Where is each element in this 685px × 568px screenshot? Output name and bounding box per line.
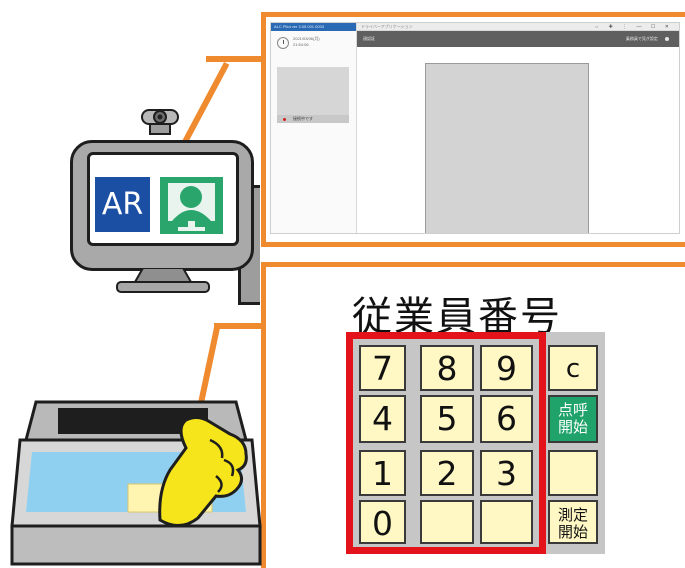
- reader-callout-connector: [198, 324, 221, 404]
- measure-char: 始: [573, 523, 589, 541]
- app-left-pane: ALC Pilot ver 3.05.001.0003 2021/03/06(月…: [271, 23, 357, 233]
- connection-status-text: 接続中です: [293, 116, 313, 121]
- ar-app-icon: AR: [95, 177, 150, 232]
- app-screenshot: ALC Pilot ver 3.05.001.0003 2021/03/06(月…: [270, 22, 680, 234]
- key-2[interactable]: 2: [420, 450, 474, 496]
- monitor-callout-connector-top: [206, 56, 266, 62]
- key-4[interactable]: 4: [359, 395, 406, 443]
- app-titlebar: ドライバーアプリケーション ⇔ ✚ ⋮ — ☐ ✕: [357, 23, 679, 31]
- reader-callout-connector-top: [214, 323, 266, 329]
- key-7[interactable]: 7: [359, 345, 406, 391]
- measure-start-line2: 開始: [550, 524, 596, 541]
- status-dot-icon: [283, 118, 286, 121]
- app-subbar: 顔認証 乗務員で見ぎ設定: [357, 31, 679, 47]
- rollcall-char: 始: [573, 418, 589, 436]
- blank-key[interactable]: [480, 500, 533, 544]
- key-5[interactable]: 5: [420, 395, 474, 443]
- pointing-hand-icon: [158, 415, 248, 527]
- window-controls[interactable]: ⇔ ✚ ⋮ — ☐ ✕: [594, 24, 673, 30]
- clock-icon: [277, 37, 289, 49]
- app-title: ドライバーアプリケーション: [361, 24, 413, 29]
- key-1[interactable]: 1: [359, 450, 406, 496]
- rollcall-char: 呼: [573, 401, 589, 419]
- user-icon[interactable]: [665, 36, 669, 41]
- monitor-stand: [116, 268, 210, 293]
- webcam-icon: [141, 109, 179, 135]
- datetime-display: 2021/03/06(月) 21:54:06: [293, 36, 320, 48]
- subbar-right-label[interactable]: 乗務員で見ぎ設定: [625, 36, 658, 41]
- face-recognition-app-icon: [160, 177, 223, 234]
- blank-key[interactable]: [420, 500, 474, 544]
- card-reader-illustration: [10, 400, 262, 566]
- blank-key-right[interactable]: [548, 450, 598, 496]
- measure-char: 測: [557, 506, 573, 524]
- rollcall-char: 開: [557, 418, 573, 436]
- key-9[interactable]: 9: [480, 345, 533, 391]
- key-3[interactable]: 3: [480, 450, 533, 496]
- measure-start-line1: 測定: [550, 507, 596, 524]
- connection-status: 接続中です: [277, 115, 349, 123]
- subbar-left-label: 顔認証: [363, 36, 375, 41]
- face-capture-area: [425, 63, 589, 233]
- measure-start-button[interactable]: 測定 開始: [548, 500, 598, 544]
- left-pane-title: ALC Pilot ver 3.05.001.0003: [271, 23, 356, 31]
- date-text: 2021/03/06(月): [293, 36, 320, 41]
- key-0[interactable]: 0: [359, 500, 406, 544]
- key-clear[interactable]: c: [548, 345, 598, 391]
- camera-preview: [277, 67, 349, 115]
- subbar-right-group: 乗務員で見ぎ設定: [626, 31, 669, 47]
- rollcall-start-line2: 開始: [550, 419, 596, 436]
- measure-char: 定: [573, 506, 589, 524]
- key-6[interactable]: 6: [480, 395, 533, 443]
- rollcall-start-button[interactable]: 点呼 開始: [548, 395, 598, 443]
- time-text: 21:54:06: [293, 42, 309, 47]
- rollcall-start-line1: 点呼: [550, 402, 596, 419]
- app-main-pane: ドライバーアプリケーション ⇔ ✚ ⋮ — ☐ ✕ 顔認証 乗務員で見ぎ設定: [357, 23, 679, 233]
- key-8[interactable]: 8: [420, 345, 474, 391]
- measure-char: 開: [557, 523, 573, 541]
- rollcall-char: 点: [557, 401, 573, 419]
